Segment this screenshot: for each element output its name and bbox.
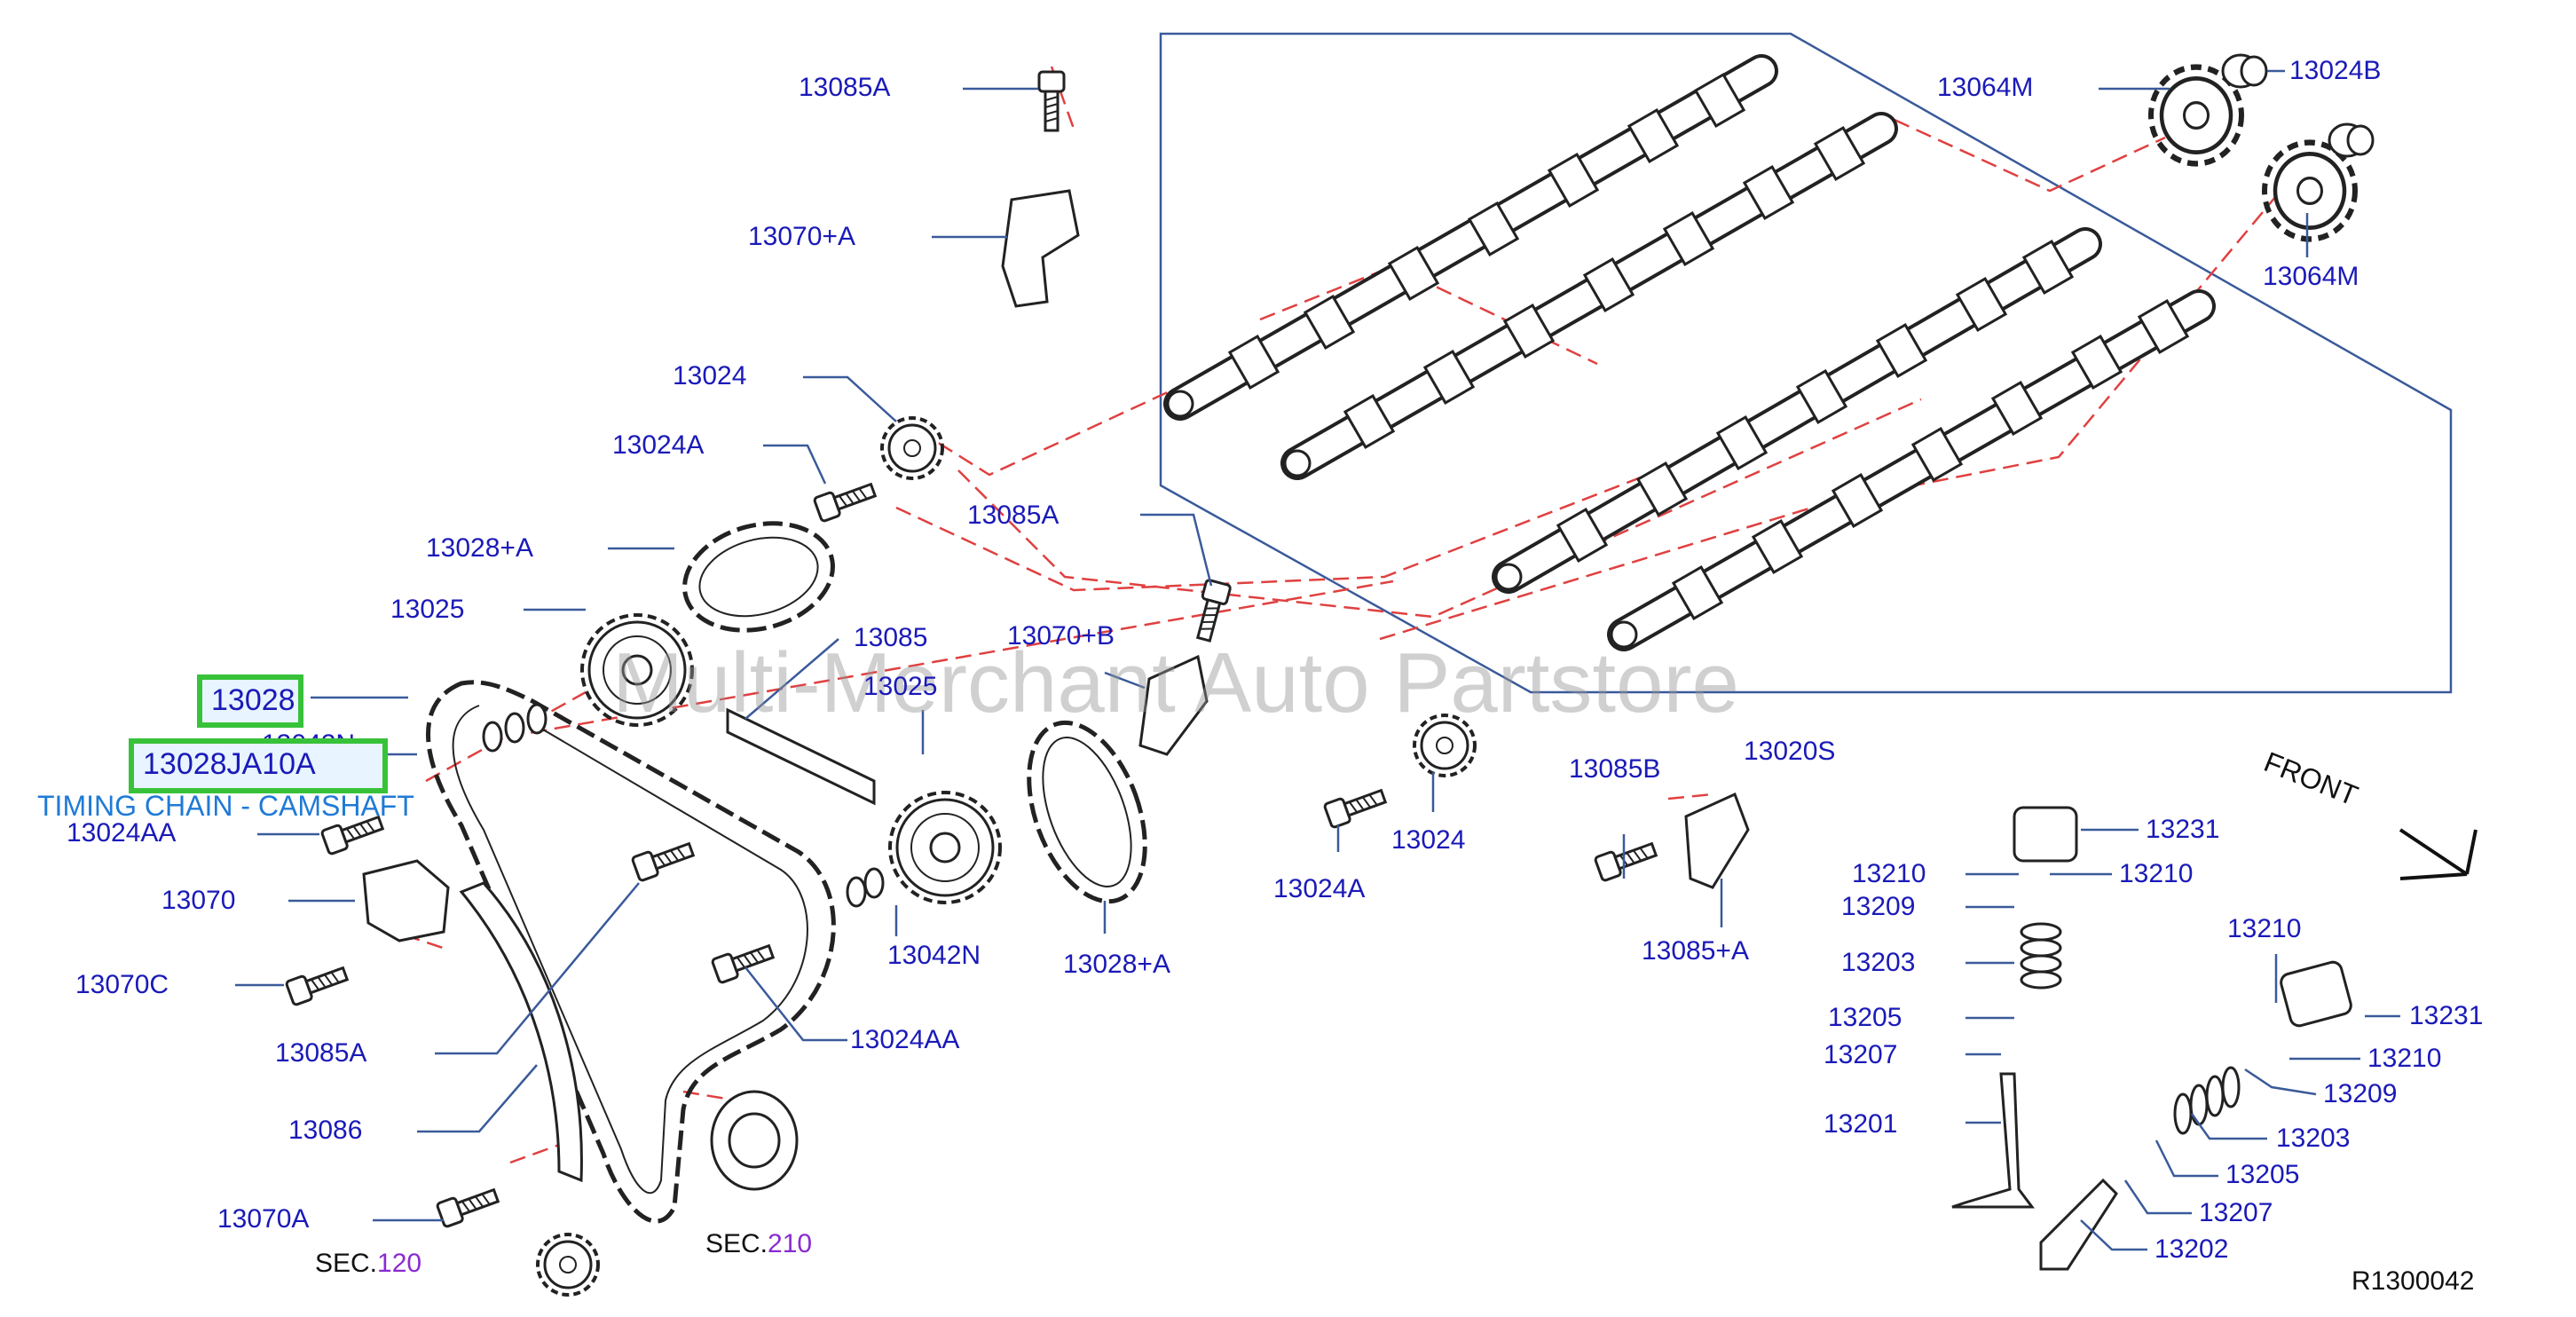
bolt-13024A-bottom (1322, 783, 1390, 830)
valve-lifter-13231-a (2013, 806, 2078, 863)
valve-spring-13203-a (2020, 922, 2062, 990)
label-13025-left[interactable]: 13025 (390, 595, 465, 624)
chain-13028A-top (682, 521, 835, 633)
bolt-13085A-low (630, 836, 697, 883)
label-sec-120[interactable]: SEC.120 (315, 1249, 421, 1279)
label-13020S[interactable]: 13020S (1744, 737, 1836, 766)
sec-210-number: 210 (768, 1229, 813, 1258)
highlight-13028JA10A-text: 13028JA10A (143, 747, 316, 781)
seals-13042N-mid (846, 867, 885, 908)
label-13042N-mid[interactable]: 13042N (887, 941, 981, 970)
label-13028A-top[interactable]: 13028+A (426, 533, 533, 563)
label-13024-top[interactable]: 13024 (673, 361, 747, 390)
label-13207-a[interactable]: 13207 (1824, 1040, 1898, 1069)
leader-lines (235, 69, 2400, 1251)
label-13070C[interactable]: 13070C (75, 970, 169, 999)
sprocket-13064M-right (2265, 143, 2355, 240)
camshaft-1 (1163, 54, 1778, 421)
label-13201[interactable]: 13201 (1824, 1109, 1898, 1139)
bolt-13070A (435, 1182, 502, 1229)
label-13210-c[interactable]: 13210 (2227, 914, 2302, 943)
bolt-13085B (1593, 836, 1660, 883)
highlight-13028-text: 13028 (211, 683, 295, 717)
plug-13024B-a (2221, 53, 2268, 89)
seals-13042N-left (482, 703, 547, 753)
label-13085A-low[interactable]: 13085A (275, 1038, 367, 1068)
guide-13085 (726, 707, 876, 806)
label-13028A-bottom[interactable]: 13028+A (1063, 950, 1170, 979)
label-13205-a[interactable]: 13205 (1828, 1003, 1902, 1032)
chain-13028-main (426, 680, 836, 1224)
label-13070B[interactable]: 13070+B (1007, 621, 1115, 651)
label-13070A[interactable]: 13070A (217, 1204, 310, 1234)
watermark-text: Multi-Merchant Auto Partstore (612, 635, 1739, 730)
camshaft-assembly-frame (1159, 32, 2453, 694)
label-13070A-plus[interactable]: 13070+A (748, 222, 855, 251)
label-13025-mid[interactable]: 13025 (863, 672, 938, 701)
label-13231-b[interactable]: 13231 (2409, 1001, 2484, 1030)
diagram-code: R1300042 (2351, 1266, 2475, 1296)
label-13210-b[interactable]: 13210 (2119, 859, 2194, 888)
label-13203-a[interactable]: 13203 (1841, 948, 1916, 977)
sec-120-number: 120 (377, 1249, 422, 1278)
valve-13202 (2039, 1178, 2118, 1271)
label-13024A-bottom[interactable]: 13024A (1273, 874, 1366, 903)
label-13231-a[interactable]: 13231 (2146, 815, 2220, 844)
camshaft-2 (1280, 112, 1898, 480)
camshaft-4 (1607, 289, 2216, 651)
chain-13028A-bottom (1027, 720, 1147, 904)
reference-lines (381, 66, 2281, 1164)
bracket-13085A-plus (1684, 792, 1750, 889)
sprocket-13024-top (880, 416, 944, 480)
label-13203-b[interactable]: 13203 (2276, 1124, 2351, 1153)
label-13085B[interactable]: 13085B (1569, 754, 1661, 784)
label-13064M-top[interactable]: 13064M (1937, 73, 2034, 102)
label-sec-210[interactable]: SEC.210 (705, 1229, 812, 1259)
front-arrow-icon (2399, 828, 2478, 880)
label-13064M-right[interactable]: 13064M (2263, 262, 2359, 291)
sec210-pump (710, 1090, 799, 1191)
label-13085A-plus[interactable]: 13085+A (1642, 936, 1749, 966)
label-13085A-top[interactable]: 13085A (799, 73, 891, 102)
label-13024AA-left[interactable]: 13024AA (67, 818, 177, 848)
label-13085A-mid[interactable]: 13085A (967, 501, 1060, 530)
sec-120-prefix: SEC. (315, 1249, 378, 1278)
valve-spring-13203-b (2173, 1066, 2241, 1135)
label-13205-b[interactable]: 13205 (2225, 1160, 2300, 1189)
part-caption: TIMING CHAIN - CAMSHAFT (37, 790, 414, 822)
label-13070[interactable]: 13070 (161, 886, 236, 915)
plug-13024B-b (2328, 122, 2375, 158)
sec-210-prefix: SEC. (705, 1229, 768, 1258)
label-13202[interactable]: 13202 (2155, 1234, 2229, 1264)
label-13210-d[interactable]: 13210 (2367, 1044, 2442, 1073)
bolt-13085A-top (1037, 70, 1066, 132)
label-13209-b[interactable]: 13209 (2323, 1079, 2398, 1108)
valve-13201 (1951, 1072, 2035, 1209)
bolt-13024AA-mid (710, 938, 777, 985)
label-13024A-top[interactable]: 13024A (612, 430, 705, 460)
label-13086[interactable]: 13086 (288, 1116, 363, 1145)
highlight-13028[interactable]: 13028 (197, 674, 303, 728)
bolt-13024A-top (812, 477, 879, 524)
label-13085[interactable]: 13085 (854, 623, 928, 652)
valve-lifter-13231-b (2280, 960, 2352, 1028)
tensioner-13070 (362, 859, 450, 942)
label-13209-a[interactable]: 13209 (1841, 892, 1916, 921)
label-13207-b[interactable]: 13207 (2199, 1198, 2273, 1227)
label-13210-a[interactable]: 13210 (1852, 859, 1926, 888)
sec120-sprocket (536, 1233, 600, 1297)
highlight-13028JA10A[interactable]: 13028JA10A (129, 738, 388, 793)
label-13024-bottom[interactable]: 13024 (1391, 825, 1466, 855)
bolt-13070C (284, 960, 351, 1007)
label-13024AA-mid[interactable]: 13024AA (850, 1025, 960, 1054)
guide-13086 (459, 881, 583, 1183)
tensioner-13070A-top (1001, 189, 1080, 308)
tensioner-13070B (1138, 654, 1209, 756)
camshaft-3 (1492, 227, 2102, 594)
gear-13025-mid (888, 791, 1002, 904)
label-13024B[interactable]: 13024B (2289, 56, 2382, 85)
